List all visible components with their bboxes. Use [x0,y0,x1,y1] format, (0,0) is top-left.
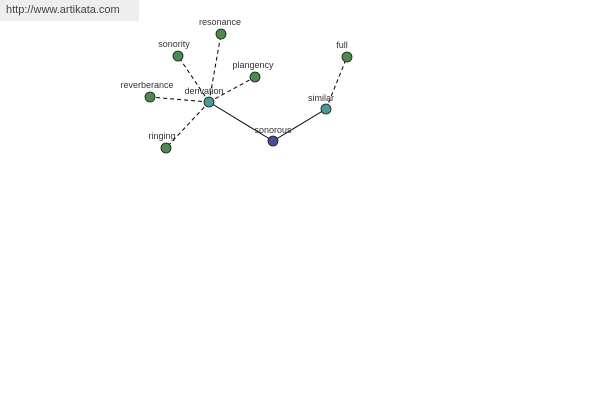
edge-derivation-reverberance [149,96,210,103]
watermark-bar: http://www.artikata.com [0,0,139,21]
node-resonance[interactable]: resonance [199,17,241,40]
node-circle-resonance[interactable] [215,28,227,40]
node-label-reverberance: reverberance [120,80,173,90]
node-full[interactable]: full [336,40,353,63]
node-label-sonority: sonority [158,39,190,49]
node-circle-ringing[interactable] [160,142,172,154]
node-sonority[interactable]: sonority [158,39,190,62]
edge-sonorous-derivation [208,101,274,142]
node-label-sonorous: sonorous [254,125,292,135]
node-circle-reverberance[interactable] [144,91,156,103]
node-label-resonance: resonance [199,17,241,27]
node-sonorous[interactable]: sonorous [254,125,292,147]
source-url: http://www.artikata.com [6,4,120,16]
node-label-ringing: ringing [148,131,175,141]
node-label-full: full [336,40,348,50]
node-circle-plangency[interactable] [249,71,261,83]
node-plangency[interactable]: plangency [232,60,274,83]
nodes-layer: sonorous derivation similar resonance sonori… [120,17,353,154]
edge-similar-full [325,56,348,110]
node-circle-full[interactable] [341,51,353,63]
node-label-derivation: derivation [184,86,223,96]
node-circle-derivation[interactable] [203,96,215,108]
edge-derivation-sonority [177,55,210,103]
node-circle-sonorous[interactable] [267,135,279,147]
node-derivation[interactable]: derivation [184,86,224,108]
node-reverberance[interactable]: reverberance [120,80,174,103]
edge-derivation-plangency [208,76,256,103]
edge-sonorous-similar [272,108,327,142]
edges-layer [149,33,348,149]
edge-derivation-resonance [208,33,222,103]
node-circle-sonority[interactable] [172,50,184,62]
node-label-similar: similar [308,93,334,103]
node-label-plangency: plangency [232,60,274,70]
node-ringing[interactable]: ringing [148,131,176,154]
node-circle-similar[interactable] [320,103,332,115]
edge-derivation-ringing [165,101,210,149]
node-similar[interactable]: similar [308,93,334,115]
